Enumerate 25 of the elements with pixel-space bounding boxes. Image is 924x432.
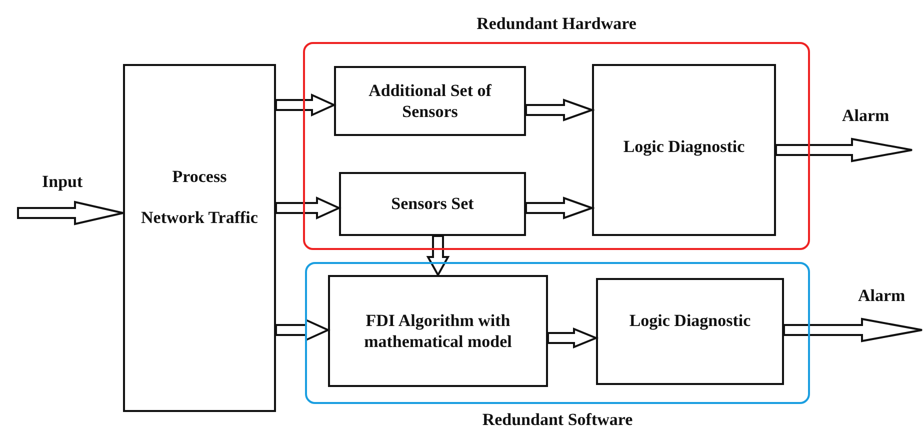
block-arrow xyxy=(17,200,124,226)
group-heading: Redundant Software xyxy=(481,410,634,430)
block-arrow xyxy=(775,138,913,162)
block-arrow xyxy=(426,235,450,278)
block-arrow xyxy=(275,196,342,220)
box-text: Logic Diagnostic xyxy=(623,136,745,158)
group-heading: Redundant Hardware xyxy=(476,14,638,34)
block-arrow xyxy=(547,328,599,348)
block-arrow xyxy=(275,93,336,117)
block-arrow xyxy=(525,98,595,122)
box-text: Sensors Set xyxy=(391,193,474,215)
process-box xyxy=(328,275,548,387)
process-box xyxy=(123,64,276,412)
box-text: Network Traffic xyxy=(141,207,258,228)
block-arrow xyxy=(275,318,330,342)
box-text: Additional Set of Sensors xyxy=(368,80,493,122)
block-arrow xyxy=(783,318,923,342)
box-text: Logic Diagnostic xyxy=(629,310,751,332)
process-box xyxy=(339,172,526,236)
process-box xyxy=(596,278,784,385)
process-box xyxy=(334,66,526,136)
block-arrow xyxy=(525,196,595,220)
box-text: Process xyxy=(172,166,227,188)
box-text: FDI Algorithm with mathematical model xyxy=(363,310,513,352)
process-box xyxy=(592,64,776,236)
